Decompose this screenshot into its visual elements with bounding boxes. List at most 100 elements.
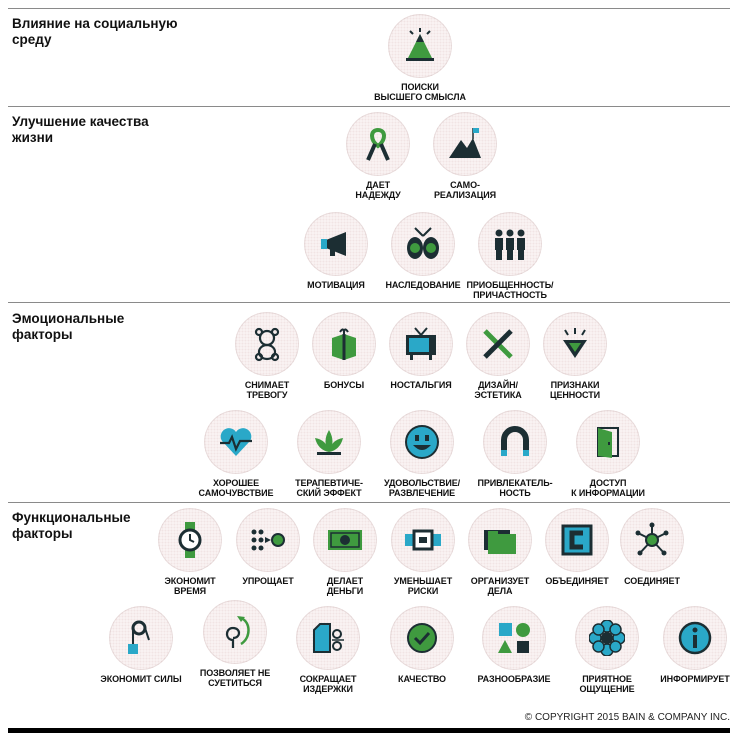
element-provides-access: ДОСТУП К ИНФОРМАЦИИ [548, 410, 668, 498]
element-label: ЭКОНОМИТ ВРЕМЯ [164, 576, 216, 596]
element-attractiveness: ПРИВЛЕКАТЕЛЬ- НОСТЬ [455, 410, 575, 498]
element-label: ОБЪЕДИНЯЕТ [545, 576, 609, 586]
element-makes-money: ДЕЛАЕТ ДЕНЬГИ [285, 508, 405, 596]
element-label: СОКРАЩАЕТ ИЗДЕРЖКИ [299, 674, 357, 694]
megaphone-icon [321, 232, 346, 256]
element-self-transcendence: ПОИСКИ ВЫСШЕГО СМЫСЛА [360, 14, 480, 102]
element-quality: КАЧЕСТВО [362, 606, 482, 684]
element-informs: ИНФОРМИРУЕТ [635, 606, 742, 684]
element-sensory-appeal: ПРИЯТНОЕ ОЩУЩЕНИЕ [547, 606, 667, 694]
element-provides-hope: ДАЕТ НАДЕЖДУ [318, 112, 438, 200]
divider-emotional [8, 302, 730, 303]
divider-social [8, 8, 730, 9]
copyright-notice: © COPYRIGHT 2015 BAIN & COMPANY INC. [524, 712, 730, 723]
element-wellness: ХОРОШЕЕ САМОЧУВСТВИЕ [176, 410, 296, 498]
element-fun-entertainment: УДОВОЛЬСТВИЕ/ РАЗВЛЕЧЕНИЕ [362, 410, 482, 498]
element-label: ДАЕТ НАДЕЖДУ [355, 180, 401, 200]
divider-functional [8, 502, 730, 503]
category-title-functional: Функциональные факторы [12, 510, 131, 541]
wristwatch-icon [178, 522, 202, 558]
teddy-bear-icon [254, 327, 280, 362]
element-design-aesthetics: ДИЗАЙН/ ЭСТЕТИКА [438, 312, 558, 400]
element-label: РАЗНООБРАЗИЕ [477, 674, 551, 684]
ribbon-icon [366, 127, 390, 161]
folders-icon [484, 530, 516, 554]
category-title-life: Улучшение качества жизни [12, 114, 149, 145]
element-label: ПРИОБЩЕННОСТЬ/ ПРИЧАСТНОСТЬ [466, 280, 554, 300]
retro-tv-icon [406, 327, 436, 360]
element-label: МОТИВАЦИЯ [307, 280, 365, 290]
element-organizes: ОРГАНИЗУЕТ ДЕЛА [440, 508, 560, 596]
network-hub-icon [635, 522, 669, 556]
element-avoids-hassles: ПОЗВОЛЯЕТ НЕ СУЕТИТЬСЯ [175, 600, 295, 688]
group-people-icon [495, 229, 525, 260]
element-nostalgia: НОСТАЛЬГИЯ [361, 312, 481, 390]
element-label: ДИЗАЙН/ ЭСТЕТИКА [474, 380, 522, 400]
element-label: ПОЗВОЛЯЕТ НЕ СУЕТИТЬСЯ [199, 668, 271, 688]
element-label: СНИМАЕТ ТРЕВОГУ [244, 380, 290, 400]
lotus-icon [315, 430, 343, 455]
integration-box-icon [561, 524, 593, 556]
element-self-actualization: САМО- РЕАЛИЗАЦИЯ [405, 112, 525, 200]
element-label: ОРГАНИЗУЕТ ДЕЛА [470, 576, 530, 596]
element-label: УДОВОЛЬСТВИЕ/ РАЗВЛЕЧЕНИЕ [383, 478, 461, 498]
gift-box-icon [332, 328, 356, 360]
magnet-icon [501, 426, 529, 456]
element-label: КАЧЕСТВО [398, 674, 446, 684]
simplify-dots-icon [251, 529, 285, 551]
shapes-icon [498, 623, 530, 653]
coiled-arrow-icon [225, 616, 250, 648]
element-therapeutic-value: ТЕРАПЕВТИЧЕ- СКИЙ ЭФФЕКТ [269, 410, 389, 498]
element-integrates: ОБЪЕДИНЯЕТ [517, 508, 637, 586]
element-label: ПРИВЛЕКАТЕЛЬ- НОСТЬ [477, 478, 553, 498]
element-label: ДОСТУП К ИНФОРМАЦИИ [571, 478, 645, 498]
element-label: ДЕЛАЕТ ДЕНЬГИ [326, 576, 364, 596]
element-simplifies: УПРОЩАЕТ [208, 508, 328, 586]
element-label: СОЕДИНЯЕТ [624, 576, 680, 586]
bottom-rule [8, 728, 730, 733]
element-label: ИНФОРМИРУЕТ [660, 674, 730, 684]
pulley-icon [128, 620, 150, 654]
element-reduces-anxiety: СНИМАЕТ ТРЕВОГУ [207, 312, 327, 400]
element-label: ТЕРАПЕВТИЧЕ- СКИЙ ЭФФЕКТ [295, 478, 363, 498]
element-label: БОНУСЫ [323, 380, 365, 390]
element-label: ПРИЗНАКИ ЦЕННОСТИ [549, 380, 601, 400]
info-icon [678, 621, 712, 655]
price-tag-scissors-icon [313, 623, 344, 653]
category-title-emotional: Эмоциональные факторы [12, 311, 125, 342]
mountain-flag-icon [449, 128, 481, 158]
element-affiliation: ПРИОБЩЕННОСТЬ/ ПРИЧАСТНОСТЬ [450, 212, 570, 300]
element-heirloom: НАСЛЕДОВАНИЕ [363, 212, 483, 290]
check-badge-icon [407, 623, 437, 653]
element-motivation: МОТИВАЦИЯ [276, 212, 396, 290]
element-label: ЭКОНОМИТ СИЛЫ [100, 674, 182, 684]
open-door-icon [597, 427, 619, 458]
smiley-icon [405, 425, 439, 459]
heritage-portraits-icon [407, 227, 439, 259]
element-badge-value: ПРИЗНАКИ ЦЕННОСТИ [515, 312, 635, 400]
element-label: ХОРОШЕЕ САМОЧУВСТВИЕ [198, 478, 274, 498]
element-label: УМЕНЬШАЕТ РИСКИ [393, 576, 453, 596]
element-label: УПРОЩАЕТ [242, 576, 294, 586]
heart-pulse-icon [220, 428, 252, 456]
element-label: НОСТАЛЬГИЯ [390, 380, 452, 390]
element-reduces-effort: ЭКОНОМИТ СИЛЫ [81, 606, 201, 684]
pencil-brush-icon [483, 329, 513, 359]
diamond-icon [563, 328, 587, 358]
element-label: САМО- РЕАЛИЗАЦИЯ [433, 180, 497, 200]
banknote-icon [328, 530, 362, 550]
element-connects: СОЕДИНЯЕТ [592, 508, 712, 586]
element-label: ПРИЯТНОЕ ОЩУЩЕНИЕ [579, 674, 635, 694]
element-label: НАСЛЕДОВАНИЕ [385, 280, 461, 290]
element-reduces-risk: УМЕНЬШАЕТ РИСКИ [363, 508, 483, 596]
element-variety: РАЗНООБРАЗИЕ [454, 606, 574, 684]
element-label: ПОИСКИ ВЫСШЕГО СМЫСЛА [374, 82, 466, 102]
flower-icon [589, 620, 625, 656]
element-rewards-me: БОНУСЫ [284, 312, 404, 390]
divider-life [8, 106, 730, 107]
seatbelt-icon [405, 529, 441, 551]
pyramid-icon [406, 28, 434, 61]
category-title-social: Влияние на социальную среду [12, 16, 178, 47]
element-reduces-cost: СОКРАЩАЕТ ИЗДЕРЖКИ [268, 606, 388, 694]
element-saves-time: ЭКОНОМИТ ВРЕМЯ [130, 508, 250, 596]
